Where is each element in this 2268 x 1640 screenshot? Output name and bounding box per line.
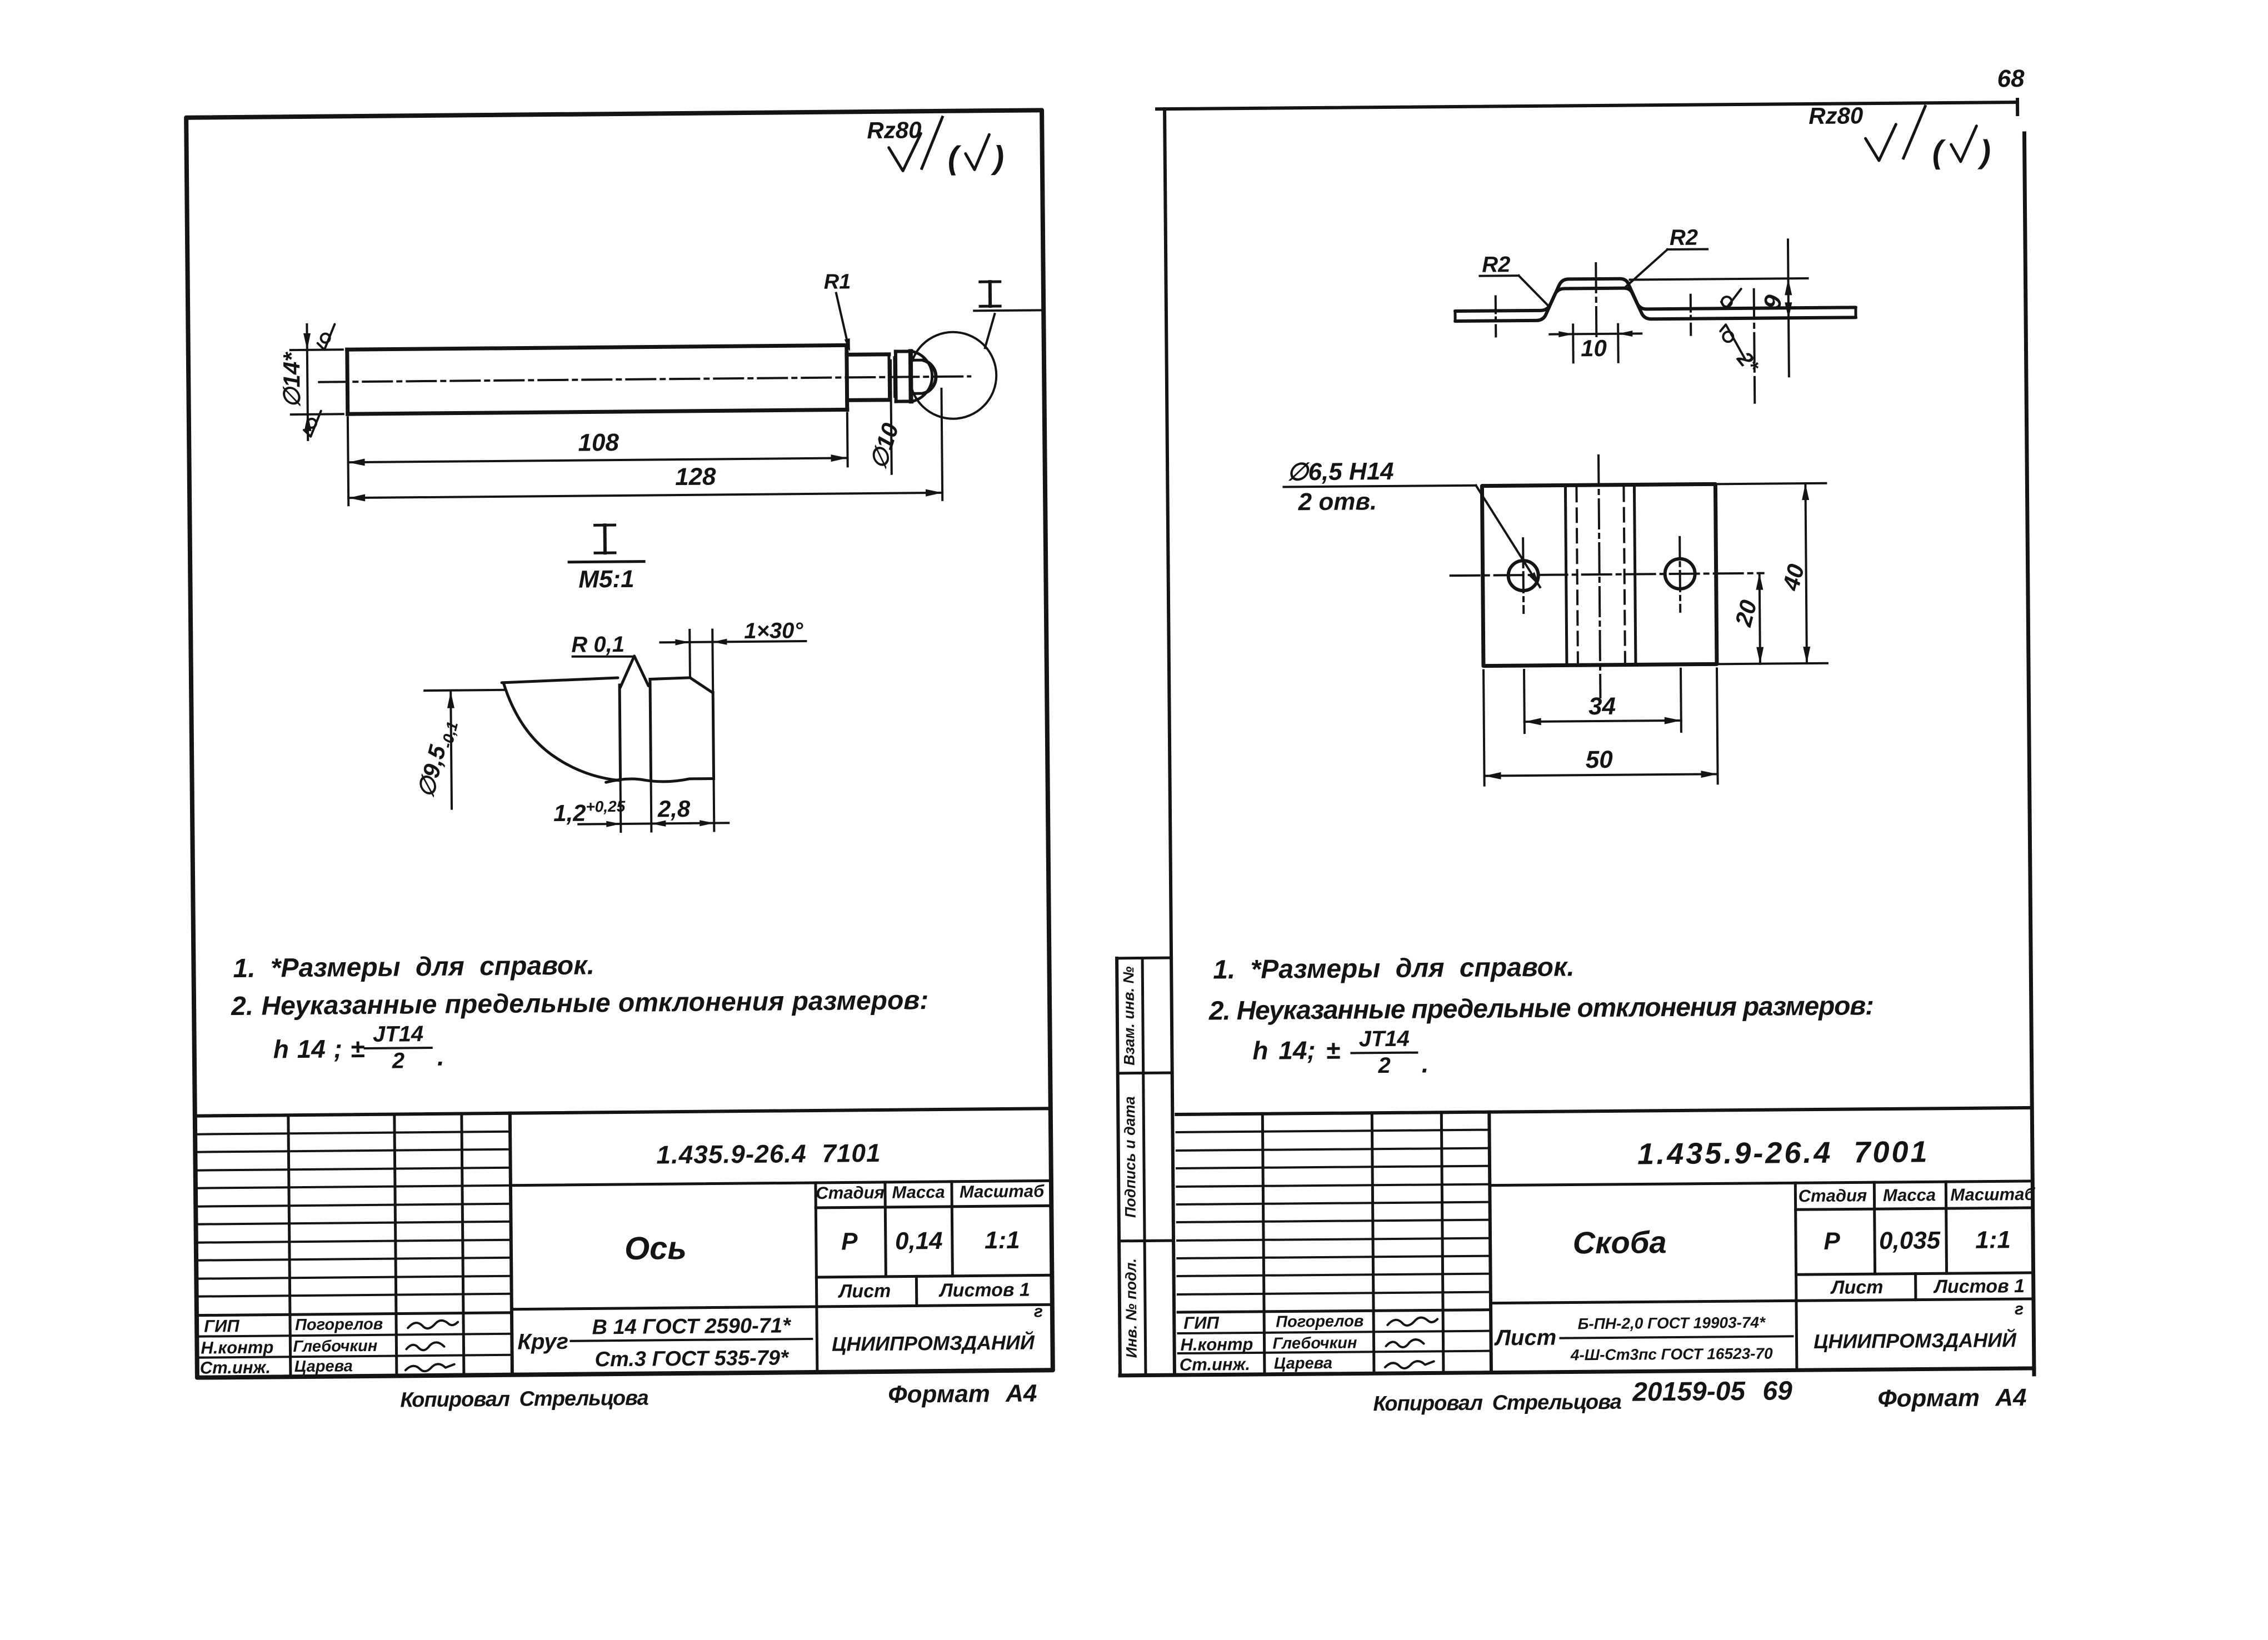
svg-text:ГИП: ГИП — [1183, 1313, 1220, 1333]
svg-text:Масштаб: Масштаб — [960, 1181, 1045, 1201]
svg-text:h 14 ; ±: h 14 ; ± — [273, 1034, 365, 1063]
svg-text:.: . — [1421, 1049, 1428, 1078]
svg-text:Копировал Стрельцова: Копировал Стрельцова — [400, 1387, 649, 1412]
svg-text:1:1: 1:1 — [1975, 1226, 2011, 1253]
svg-text:Царева: Царева — [1274, 1354, 1332, 1373]
svg-text:Н.контр: Н.контр — [201, 1337, 273, 1357]
svg-text:Rz80: Rz80 — [1809, 102, 1863, 129]
svg-text:Б-ПН-2,0 ГОСТ 19903-74*: Б-ПН-2,0 ГОСТ 19903-74* — [1577, 1314, 1766, 1333]
svg-text:R2: R2 — [1482, 252, 1510, 277]
svg-text:2: 2 — [392, 1048, 405, 1073]
svg-text:Погорелов: Погорелов — [1276, 1312, 1363, 1331]
svg-text:Ст.инж.: Ст.инж. — [1180, 1354, 1251, 1374]
svg-text:Ст.инж.: Ст.инж. — [200, 1358, 271, 1378]
svg-text:Стадия: Стадия — [816, 1183, 885, 1203]
svg-text:2: 2 — [1377, 1053, 1391, 1078]
svg-text:Масса: Масса — [892, 1182, 945, 1202]
svg-text:R2: R2 — [1670, 226, 1698, 250]
svg-text:Листов 1: Листов 1 — [1932, 1276, 2025, 1297]
svg-text:.: . — [437, 1042, 444, 1071]
svg-text:г: г — [1034, 1302, 1043, 1321]
svg-text:1.435.9-26.4 7101: 1.435.9-26.4 7101 — [656, 1138, 881, 1169]
svg-text:108: 108 — [578, 429, 619, 457]
svg-text:10: 10 — [1581, 335, 1607, 361]
svg-text:Царева: Царева — [294, 1357, 353, 1376]
svg-text:Лист: Лист — [837, 1281, 891, 1302]
svg-text:1:1: 1:1 — [985, 1227, 1020, 1254]
svg-text:0,035: 0,035 — [1879, 1227, 1941, 1254]
svg-text:М5:1: М5:1 — [578, 566, 635, 593]
svg-text:Глебочкин: Глебочкин — [1272, 1334, 1357, 1352]
svg-text:128: 128 — [675, 463, 716, 491]
svg-text:Инв. № подл.: Инв. № подл. — [1122, 1258, 1140, 1358]
svg-text:2,8: 2,8 — [657, 796, 691, 822]
svg-text:1. *Размеры для справок.: 1. *Размеры для справок. — [1213, 952, 1575, 984]
svg-text:Стадия: Стадия — [1799, 1186, 1867, 1206]
svg-text:Ст.3 ГОСТ 535-79*: Ст.3 ГОСТ 535-79* — [595, 1346, 790, 1371]
svg-text:∅14*: ∅14* — [278, 352, 305, 408]
svg-text:68: 68 — [1997, 65, 2025, 92]
svg-text:0,14: 0,14 — [895, 1227, 943, 1255]
svg-text:Подпись и дата: Подпись и дата — [1121, 1096, 1139, 1218]
svg-text:ЦНИИПРОМЗДАНИЙ: ЦНИИПРОМЗДАНИЙ — [832, 1331, 1035, 1356]
svg-text:Листов 1: Листов 1 — [938, 1279, 1030, 1301]
svg-text:Rz80: Rz80 — [867, 117, 921, 143]
svg-text:∅6,5 Н14: ∅6,5 Н14 — [1287, 458, 1394, 486]
svg-text:h 14; ±: h 14; ± — [1252, 1036, 1341, 1065]
svg-text:г: г — [2015, 1300, 2024, 1318]
svg-text:1.435.9-26.4 7001: 1.435.9-26.4 7001 — [1637, 1135, 1930, 1171]
svg-text:Лист: Лист — [1830, 1277, 1884, 1298]
svg-text:ГИП: ГИП — [204, 1316, 240, 1336]
svg-text:4-Ш-Ст3пс ГОСТ 16523-70: 4-Ш-Ст3пс ГОСТ 16523-70 — [1570, 1345, 1773, 1364]
svg-text:Формат А4: Формат А4 — [888, 1379, 1037, 1408]
svg-text:Ось: Ось — [625, 1230, 687, 1267]
svg-text:Масштаб: Масштаб — [1950, 1184, 2035, 1204]
svg-text:R 0,1: R 0,1 — [571, 632, 625, 657]
svg-text:Круг: Круг — [517, 1329, 568, 1354]
svg-text:1×30°: 1×30° — [744, 618, 803, 643]
svg-text:2 отв.: 2 отв. — [1297, 488, 1377, 516]
svg-text:1. *Размеры для справок.: 1. *Размеры для справок. — [233, 951, 595, 983]
svg-text:50: 50 — [1586, 746, 1613, 773]
svg-text:Н.контр: Н.контр — [1180, 1334, 1253, 1354]
svg-text:Формат А4: Формат А4 — [1877, 1384, 2027, 1412]
svg-text:Р: Р — [841, 1228, 858, 1255]
svg-text:Взам. инв. №: Взам. инв. № — [1120, 966, 1137, 1066]
svg-text:20159-05 69: 20159-05 69 — [1632, 1376, 1792, 1407]
svg-text:Погорелов: Погорелов — [295, 1316, 383, 1334]
svg-text:Лист: Лист — [1493, 1326, 1556, 1351]
svg-text:Р: Р — [1824, 1228, 1840, 1255]
svg-text:JT14: JT14 — [373, 1022, 424, 1047]
svg-text:JT14: JT14 — [1358, 1027, 1410, 1052]
svg-text:В 14 ГОСТ 2590-71*: В 14 ГОСТ 2590-71* — [592, 1314, 792, 1339]
svg-text:2. Неуказанные предельные от: 2. Неуказанные предельные отклонения раз… — [231, 986, 929, 1021]
svg-text:Скоба: Скоба — [1572, 1224, 1666, 1260]
svg-text:2. Неуказанные предельные о: 2. Неуказанные предельные отклонения раз… — [1208, 991, 1874, 1026]
svg-text:ЦНИИПРОМЗДАНИЙ: ЦНИИПРОМЗДАНИЙ — [1814, 1328, 2017, 1353]
svg-text:R1: R1 — [824, 270, 851, 293]
svg-text:Глебочкин: Глебочкин — [293, 1337, 377, 1356]
svg-text:Копировал Стрельцова: Копировал Стрельцова — [1373, 1391, 1622, 1416]
svg-text:Масса: Масса — [1883, 1185, 1936, 1205]
svg-text:34: 34 — [1588, 693, 1616, 720]
